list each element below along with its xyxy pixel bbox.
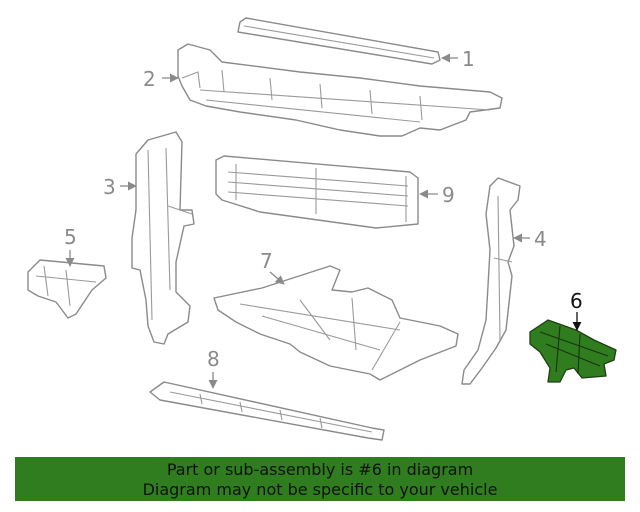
part-5-left-duct-bracket[interactable] [27, 259, 107, 319]
banner-line-2: Diagram may not be specific to your vehi… [142, 480, 498, 499]
part-3-left-side-air-guide[interactable] [131, 131, 195, 345]
part-6-highlighted-bracket[interactable] [529, 319, 617, 383]
svg-text:5: 5 [64, 225, 77, 249]
callout-5: 5 [64, 225, 77, 267]
svg-text:7: 7 [260, 249, 273, 273]
part-8-lower-air-deflector[interactable] [149, 381, 385, 441]
part-1-upper-tie-bar-cover[interactable] [237, 17, 441, 65]
callout-8: 8 [207, 347, 220, 389]
svg-text:3: 3 [103, 175, 116, 199]
part-2-radiator-support-upper[interactable] [177, 43, 503, 137]
part-7-lower-splash-shield[interactable] [213, 265, 459, 381]
callout-2: 2 [143, 67, 179, 91]
highlight-notice-banner: Part or sub-assembly is #6 in diagram Di… [15, 457, 625, 501]
callout-9: 9 [419, 183, 455, 207]
svg-text:2: 2 [143, 67, 156, 91]
svg-text:6: 6 [570, 289, 583, 313]
callout-1: 1 [441, 47, 475, 71]
exploded-parts-diagram: 1 2 3 9 4 5 7 8 [27, 17, 617, 441]
part-9-active-grille-shutter[interactable] [215, 155, 419, 229]
callout-6: 6 [570, 289, 583, 331]
svg-text:8: 8 [207, 347, 220, 371]
callout-3: 3 [103, 175, 137, 199]
callout-7: 7 [260, 249, 285, 285]
part-4-right-side-air-guide[interactable] [461, 177, 521, 385]
svg-text:4: 4 [534, 227, 547, 251]
svg-text:1: 1 [462, 47, 475, 71]
callout-4: 4 [513, 227, 547, 251]
svg-text:9: 9 [442, 183, 455, 207]
banner-line-1: Part or sub-assembly is #6 in diagram [166, 460, 474, 479]
